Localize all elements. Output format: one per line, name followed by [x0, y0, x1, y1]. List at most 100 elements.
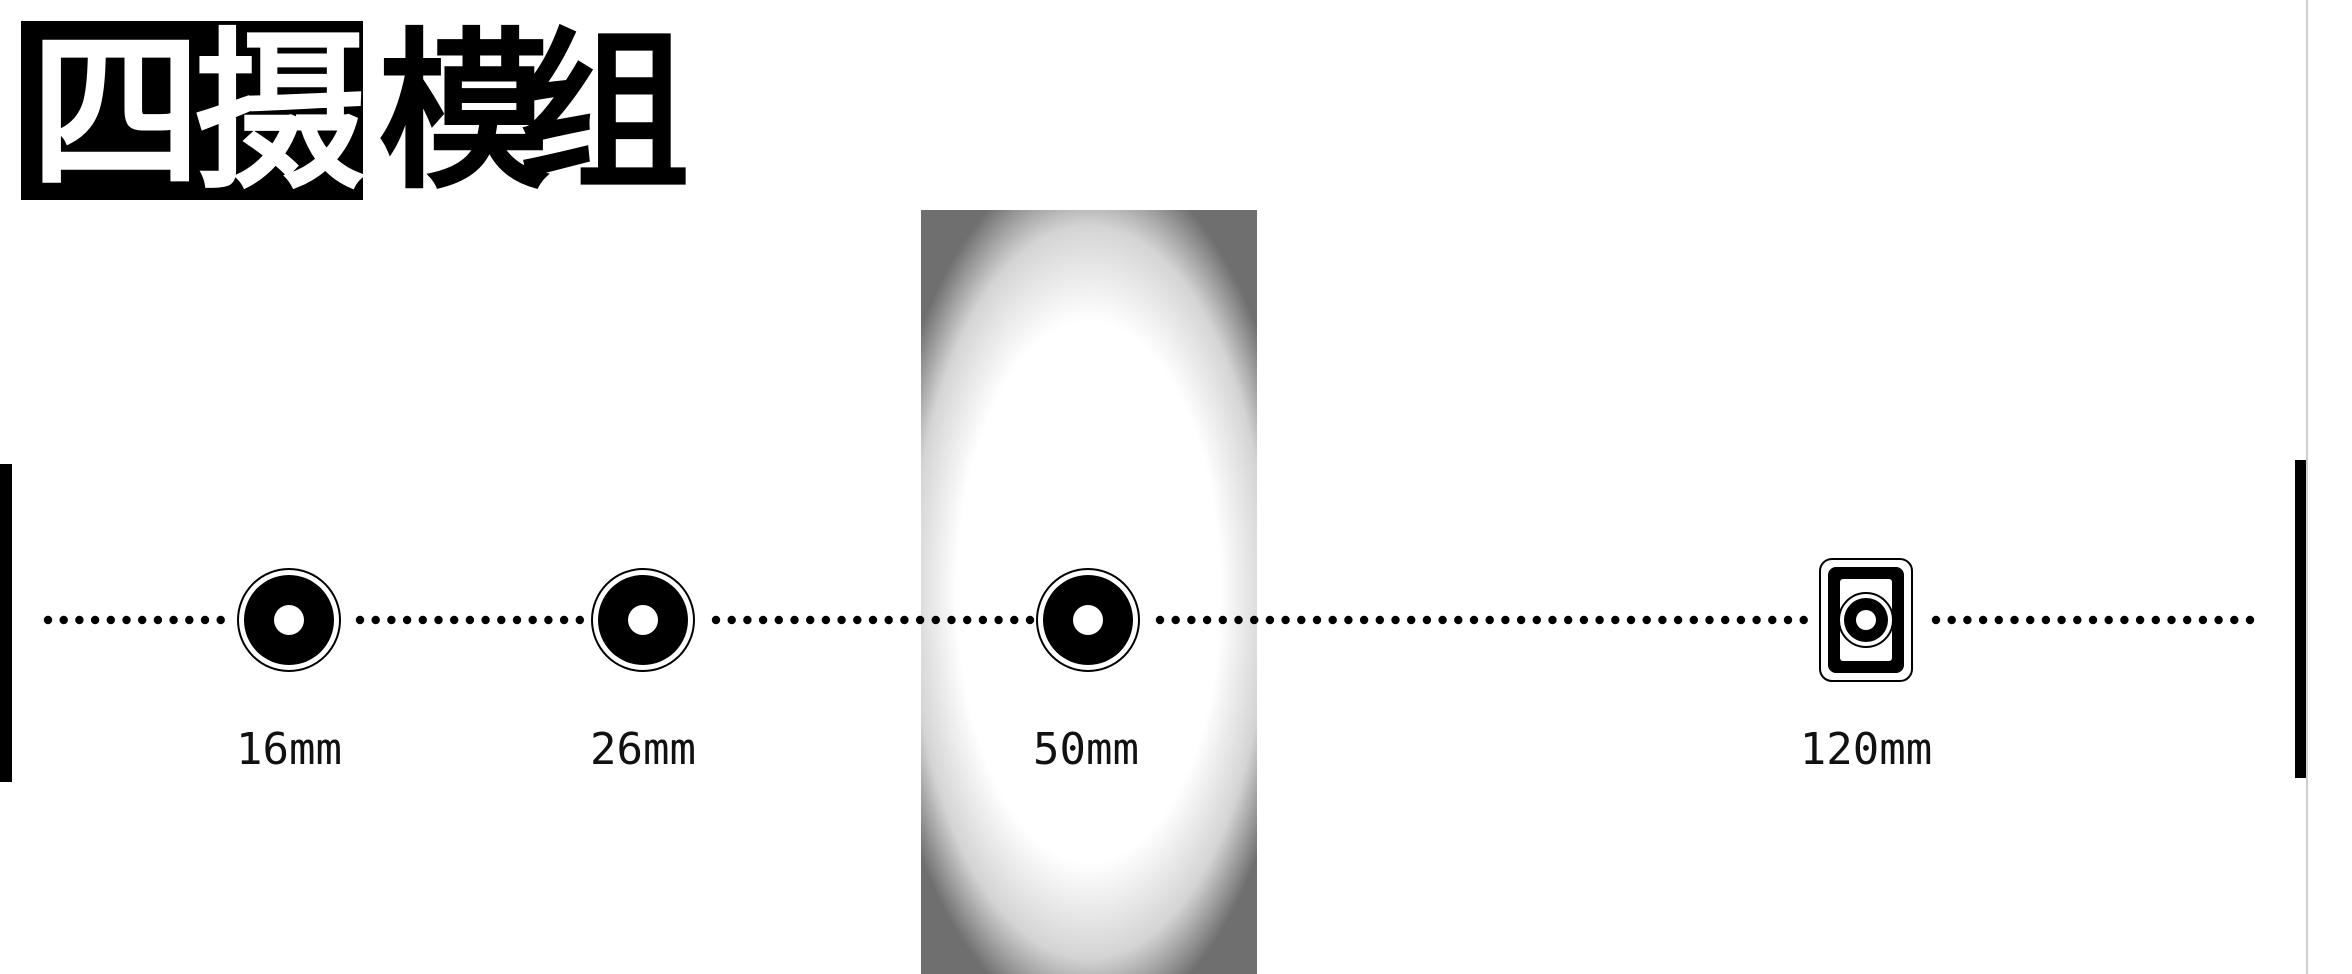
- timeline-dot: [559, 615, 569, 625]
- timeline-dot: [1799, 615, 1808, 625]
- timeline-dot: [806, 615, 815, 625]
- title-char-1: 四: [30, 12, 202, 213]
- timeline-dot: [1783, 615, 1793, 625]
- timeline-dot: [1705, 615, 1714, 625]
- timeline-dot: [1736, 615, 1746, 625]
- timeline-dot: [1963, 615, 1972, 625]
- timeline-dot: [216, 615, 225, 625]
- timeline-dot: [1501, 615, 1510, 625]
- timeline-dot: [1931, 615, 1941, 625]
- timeline-dot: [90, 615, 100, 625]
- dotted-line: [43, 615, 2255, 625]
- timeline-dot: [1994, 615, 2004, 625]
- timeline-dot: [153, 615, 163, 625]
- timeline-dot: [2041, 615, 2051, 625]
- timeline-dot: [1438, 615, 1447, 625]
- timeline-dot: [774, 615, 783, 625]
- timeline-dot: [837, 615, 846, 625]
- timeline-dot: [1752, 615, 1761, 625]
- timeline-dot: [1375, 615, 1385, 625]
- timeline-dot: [1010, 615, 1019, 625]
- timeline-dot: [1250, 615, 1259, 625]
- timeline-dot: [1155, 615, 1165, 625]
- timeline-dot: [1595, 615, 1604, 625]
- timeline-dot: [900, 615, 909, 625]
- timeline-dot: [106, 615, 116, 625]
- title-highlight-box: [21, 21, 363, 200]
- timeline-dot: [1978, 615, 1988, 625]
- timeline-dot: [1658, 615, 1667, 625]
- timeline-dot: [2073, 615, 2082, 625]
- lens-label-120mm: 120mm: [1799, 724, 1933, 775]
- timeline-dot: [465, 615, 475, 625]
- timeline-dot: [2010, 615, 2019, 625]
- timeline-dot: [1312, 615, 1322, 625]
- lens-label-50mm: 50mm: [1033, 724, 1139, 775]
- timeline-dot: [1673, 615, 1683, 625]
- timeline-dot: [758, 615, 768, 625]
- timeline-dot: [1532, 615, 1542, 625]
- timeline-dot: [1721, 615, 1730, 625]
- timeline-dot: [2088, 615, 2098, 625]
- timeline-dot: [2183, 615, 2192, 625]
- timeline-dot: [138, 615, 147, 625]
- timeline-dot: [1611, 615, 1620, 625]
- timeline-dot: [994, 615, 1003, 625]
- timeline-dot: [853, 615, 862, 625]
- timeline-dot: [1642, 615, 1651, 625]
- timeline-dot: [169, 615, 178, 625]
- timeline-dot: [1768, 615, 1777, 625]
- timeline-dot: [528, 615, 537, 625]
- timeline-dot: [355, 615, 365, 625]
- timeline-dot: [884, 615, 893, 625]
- title-char-4: 组: [518, 12, 690, 213]
- timeline-dot: [2151, 615, 2160, 625]
- timeline-dot: [2135, 615, 2145, 625]
- timeline-dot: [711, 615, 721, 625]
- timeline-dot: [1359, 615, 1369, 625]
- timeline-dot: [1218, 615, 1228, 625]
- title-char-2: 摄: [194, 12, 366, 213]
- timeline-dot: [1422, 615, 1432, 625]
- timeline-dot: [1564, 615, 1573, 625]
- timeline-dot: [1297, 615, 1306, 625]
- lens-icons: [237, 558, 1913, 682]
- timeline-dot: [915, 615, 925, 625]
- timeline-dot: [450, 615, 459, 625]
- lens-label-26mm: 26mm: [590, 724, 696, 775]
- timeline-dot: [2120, 615, 2129, 625]
- timeline-dot: [821, 615, 831, 625]
- timeline-dot: [1516, 615, 1526, 625]
- timeline-dot: [497, 615, 506, 625]
- timeline-dot: [1626, 615, 1636, 625]
- timeline-dot: [2245, 615, 2255, 625]
- timeline-dot: [1548, 615, 1557, 625]
- timeline-dot: [2026, 615, 2035, 625]
- timeline-dot: [544, 615, 553, 625]
- timeline-dot: [59, 615, 68, 625]
- timeline-dot: [931, 615, 940, 625]
- timeline-dot: [1469, 615, 1479, 625]
- timeline-dot: [1234, 615, 1243, 625]
- timeline-dot: [1281, 615, 1290, 625]
- timeline-dot: [1171, 615, 1180, 625]
- timeline-dot: [1391, 615, 1400, 625]
- timeline-dot: [2230, 615, 2239, 625]
- timeline-dot: [200, 615, 210, 625]
- round-lens-icon: [591, 568, 695, 672]
- timeline-dot: [978, 615, 988, 625]
- timeline-dot: [743, 615, 752, 625]
- right-border-line: [2306, 0, 2308, 974]
- timeline-dot: [1265, 615, 1275, 625]
- title-char-3: 模: [378, 12, 550, 213]
- timeline-dot: [371, 615, 380, 625]
- timeline-dot: [727, 615, 736, 625]
- timeline-dot: [1407, 615, 1416, 625]
- timeline-dot: [2104, 615, 2113, 625]
- timeline-dot: [75, 615, 84, 625]
- round-lens-icon: [237, 568, 341, 672]
- timeline-dot: [2214, 615, 2223, 625]
- timeline-dot: [387, 615, 396, 625]
- timeline-dot: [434, 615, 443, 625]
